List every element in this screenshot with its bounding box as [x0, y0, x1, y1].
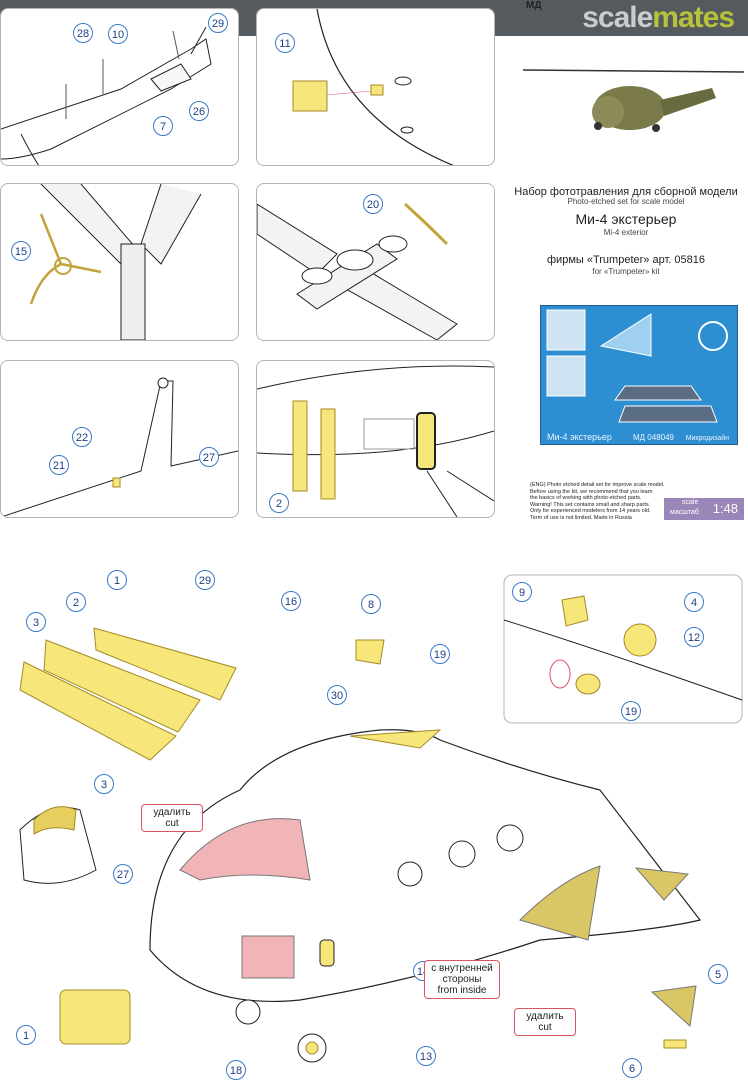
callout-19: 19 — [430, 644, 450, 664]
callout-2: 2 — [66, 592, 86, 612]
callout-26: 26 — [189, 101, 209, 121]
fret-code: МД 048049 — [633, 433, 674, 442]
side-grille-drawing — [257, 365, 494, 517]
callout-13: 13 — [416, 1046, 436, 1066]
callout-27: 27 — [199, 447, 219, 467]
detail-panel-side-grille: 2 — [256, 360, 495, 518]
callout-6: 6 — [622, 1058, 642, 1078]
inside-note-en: from inside — [437, 985, 487, 996]
scale-ratio: 1:48 — [712, 501, 738, 516]
warning-line: Term of use is not limited. Made in Russ… — [530, 514, 632, 521]
callout-15: 15 — [11, 241, 31, 261]
callout-4: 4 — [684, 592, 704, 612]
callout-21: 21 — [49, 455, 69, 475]
kit-ru: фирмы «Trumpeter» арт. 05816 — [547, 254, 705, 266]
callout-5: 5 — [708, 964, 728, 984]
remove-note-en: cut — [165, 818, 179, 829]
logo-part1: scale — [582, 1, 653, 34]
callout-2: 2 — [269, 493, 289, 513]
gear-strut-drawing — [1, 377, 238, 517]
hub-top-drawing — [257, 202, 458, 340]
detail-panel-hub-top: 20 — [256, 183, 495, 341]
inside-note: с внутренней стороны from inside — [424, 960, 500, 999]
inside-note-ru: с внутренней стороны — [431, 963, 493, 985]
partial-code: МД — [526, 0, 542, 11]
vent-drawing — [292, 9, 454, 165]
callout-8: 8 — [361, 594, 381, 614]
callout-27: 27 — [113, 864, 133, 884]
callout-1: 1 — [16, 1025, 36, 1045]
callout-9: 9 — [512, 582, 532, 602]
detail-panel-tail-rotor: 15 — [0, 183, 239, 341]
fret-parts — [546, 309, 728, 423]
warning-text: (ENG) Photo etched detail set for improv… — [530, 482, 742, 522]
remove-note-2: удалить cut — [514, 1008, 576, 1036]
photo-etch-fret: Ми-4 экстерьер МД 048049 Микродизайн — [540, 305, 738, 445]
remove-note-1: удалить cut — [141, 804, 203, 832]
scale-label-en: scale — [682, 499, 699, 506]
callout-16: 16 — [281, 591, 301, 611]
scale-badge: scale масштаб 1:48 — [664, 498, 744, 520]
callout-29: 29 — [195, 570, 215, 590]
callout-20: 20 — [363, 194, 383, 214]
remove-note2-ru: удалить — [526, 1011, 564, 1022]
warning-line: the basics of working with photo-etched … — [530, 495, 642, 502]
title-en: Photo-etched set for scale model — [567, 197, 685, 206]
rotor-hub-drawing — [1, 26, 212, 165]
callout-19: 19 — [621, 701, 641, 721]
callout-22: 22 — [72, 427, 92, 447]
scalemates-logo[interactable]: scalemates — [582, 0, 735, 36]
warning-line: Warning! This set contains small and sha… — [530, 501, 651, 508]
warning-line: (ENG) Photo etched detail set for improv… — [530, 482, 665, 488]
scale-label-ru: масштаб — [670, 509, 699, 516]
model-name-en: Mi-4 exterior — [603, 228, 649, 237]
remove-note-ru: удалить — [153, 807, 191, 818]
callout-18: 18 — [226, 1060, 246, 1080]
callout-28: 28 — [73, 23, 93, 43]
detail-panel-vent: 11 — [256, 8, 495, 166]
warning-line: Before using the kit, we recommend that … — [530, 488, 653, 495]
title-ru: Набор фототравления для сборной модели — [514, 186, 738, 198]
callout-3: 3 — [94, 774, 114, 794]
kit-en: for «Trumpeter» kit — [592, 267, 660, 276]
detail-panel-rotor-hub: 28 10 29 26 7 — [0, 8, 239, 166]
model-name-ru: Ми-4 экстерьер — [575, 211, 677, 227]
remove-note2-en: cut — [538, 1022, 552, 1033]
tail-rotor-drawing — [29, 184, 202, 340]
fret-name: Ми-4 экстерьер — [547, 432, 612, 442]
callout-30: 30 — [327, 685, 347, 705]
callout-11: 11 — [275, 33, 295, 53]
logo-part2: mates — [652, 1, 735, 34]
callout-7: 7 — [153, 116, 173, 136]
fret-brand: Микродизайн — [685, 435, 729, 442]
callout-1: 1 — [107, 570, 127, 590]
callout-29: 29 — [208, 13, 228, 33]
callout-10: 10 — [108, 24, 128, 44]
detail-panel-gear-strut: 22 21 27 — [0, 360, 239, 518]
callout-12: 12 — [684, 627, 704, 647]
warning-line: Only for experienced modelers from 14 ye… — [530, 508, 651, 515]
callout-3: 3 — [26, 612, 46, 632]
